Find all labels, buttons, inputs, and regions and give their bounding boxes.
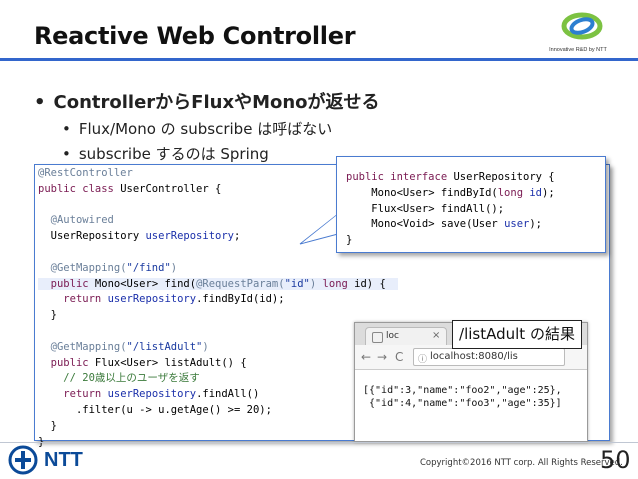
- bullet-main: • ControllerからFluxやMonoが返せる: [34, 88, 380, 114]
- code-line: return userRepository.findAll(): [63, 388, 260, 401]
- page-number: 50: [600, 446, 631, 474]
- bullet-sub-1: • Flux/Mono の subscribe は呼ばない: [62, 118, 332, 139]
- code-line: return userRepository.findById(id);: [63, 293, 285, 306]
- repository-interface-callout: [336, 156, 606, 253]
- browser-tab-label: loc: [386, 331, 399, 341]
- code-line: Flux<User> findAll();: [371, 202, 505, 215]
- bullet-dot: •: [62, 145, 71, 163]
- info-icon: ⓘ: [418, 355, 428, 365]
- bullet-dot: •: [62, 120, 71, 138]
- code-line: }: [50, 419, 57, 432]
- callout-pointer: [299, 213, 338, 245]
- repository-interface-code: public interface UserRepository { Mono<U…: [346, 170, 555, 249]
- browser-address-bar: ← → C ⓘ localhost:8080/lis: [355, 345, 587, 370]
- reload-icon[interactable]: C: [395, 350, 404, 364]
- ntt-logo-icon: [8, 445, 38, 475]
- code-line-highlighted: public Mono<User> find(@RequestParam("id…: [38, 277, 399, 290]
- code-line: public interface UserRepository {: [346, 171, 555, 183]
- forward-arrow-icon[interactable]: →: [377, 350, 388, 364]
- browser-page-content: [{"id":3,"name":"foo2","age":25}, {"id":…: [355, 370, 587, 441]
- code-line: @GetMapping("/listAdult"): [50, 340, 209, 353]
- controller-code: @RestController public class UserControl…: [38, 166, 399, 450]
- json-line: [{"id":3,"name":"foo2","age":25},: [363, 385, 562, 396]
- copyright-text: Copyright©2016 NTT corp. All Rights Rese…: [420, 458, 623, 468]
- code-line: }: [50, 309, 57, 322]
- code-line: @Autowired: [50, 214, 114, 227]
- bullet-main-text: ControllerからFluxやMonoが返せる: [53, 92, 380, 113]
- code-line: public Flux<User> listAdult() {: [50, 356, 247, 369]
- close-icon[interactable]: ×: [432, 330, 441, 341]
- code-comment: // 20歳以上のユーザを返す: [63, 372, 200, 385]
- logo-caption: Innovative R&D by NTT: [549, 47, 607, 53]
- logo-swoosh-green: [561, 12, 603, 40]
- code-line: Mono<User> findById(long id);: [371, 186, 555, 199]
- url-input[interactable]: ⓘ localhost:8080/lis: [413, 348, 565, 366]
- url-text: localhost:8080/lis: [430, 351, 518, 362]
- bullet-dot: •: [34, 92, 46, 113]
- code-line: @RestController: [38, 167, 133, 179]
- slide-title: Reactive Web Controller: [34, 22, 356, 50]
- code-line: Mono<Void> save(User user);: [371, 218, 543, 231]
- back-arrow-icon[interactable]: ←: [361, 350, 372, 364]
- code-line: @GetMapping("/find"): [50, 261, 178, 274]
- footer-divider: [0, 442, 638, 443]
- code-line: .filter(u -> u.getAge() >= 20);: [75, 403, 272, 416]
- page-favicon-icon: [372, 332, 383, 343]
- browser-tab[interactable]: loc ×: [365, 327, 447, 346]
- result-label: /listAdult の結果: [452, 320, 582, 349]
- bullet-sub-1-text: Flux/Mono の subscribe は呼ばない: [78, 120, 333, 138]
- bullet-sub-2: • subscribe するのは Spring: [62, 143, 269, 164]
- code-line: public class UserController {: [38, 182, 222, 195]
- innovative-rd-logo: Innovative R&D by NTT: [549, 12, 608, 53]
- json-line: {"id":4,"name":"foo3","age":35}]: [363, 398, 562, 409]
- code-line: }: [346, 234, 353, 247]
- json-response: [{"id":3,"name":"foo2","age":25}, {"id":…: [363, 384, 562, 410]
- bullet-sub-2-text: subscribe するのは Spring: [78, 145, 269, 163]
- code-line: UserRepository userRepository;: [50, 230, 241, 243]
- ntt-brand-text: NTT: [44, 449, 83, 471]
- title-divider: [0, 58, 638, 61]
- code-line: }: [38, 436, 44, 448]
- logo-swoosh-blue: [569, 17, 595, 35]
